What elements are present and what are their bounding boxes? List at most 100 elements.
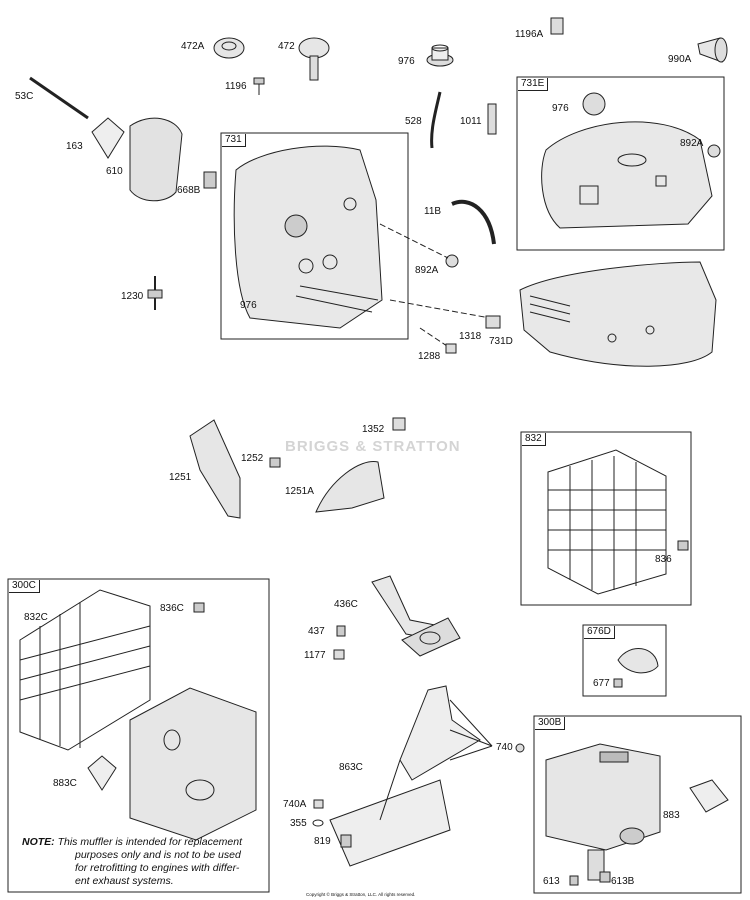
elbow-436C-drawing [371,575,461,657]
gasket-883C-drawing [87,755,117,791]
group-box-731E [516,76,725,251]
part-label-1196: 1196 [225,81,247,92]
part-label-740A: 740A [283,799,307,810]
group-box-676D [582,624,667,697]
nut-1177-drawing [333,649,345,660]
part-label-1251A: 1251A [285,486,314,497]
part-label-668B: 668B [177,185,201,196]
part-label-613: 613 [543,876,560,887]
part-label-1288: 1288 [418,351,441,362]
part-label-883: 883 [663,810,680,821]
part-label-832C: 832C [24,612,48,623]
part-label-1318: 1318 [459,331,482,342]
clip-1318-drawing [485,315,501,329]
grommet-892A-731E-drawing [707,144,721,158]
screw-437-drawing [336,625,346,637]
part-label-1177: 1177 [304,650,326,661]
screw-836C-drawing [193,602,205,613]
knob-472-drawing [298,37,330,81]
part-label-613B: 613B [611,876,635,887]
part-label-1011: 1011 [460,116,482,127]
shroud-731-drawing [233,145,383,329]
screw-1252-drawing [269,457,281,468]
stud-1230-drawing [147,276,163,310]
note-line-1: This muffler is intended for replacement [57,836,243,848]
part-label-1352: 1352 [362,424,385,435]
part-label-472A: 472A [181,41,205,52]
screw-819-drawing [340,834,352,848]
cover-610-drawing [129,117,183,202]
nut-740A-drawing [313,799,324,809]
part-label-11B: 11B [424,206,442,217]
nut-1288-drawing [445,343,457,354]
note-line-3: for retrofitting to engines with differ- [75,862,240,874]
part-label-53C: 53C [15,91,34,102]
grommet-892A-drawing [445,254,459,268]
shroud-731D-drawing [519,261,717,367]
part-label-472: 472 [278,41,295,52]
note-line-2: purposes only and is not to be used [75,849,241,861]
hose-528-drawing [430,91,442,149]
part-label-883C: 883C [53,778,77,789]
plug-976-drawing [426,44,454,67]
knob-472A-drawing [213,37,245,59]
cap-676D-drawing [617,648,659,674]
part-label-836: 836 [655,554,672,565]
screw-613-drawing [569,875,579,886]
brand-watermark: BRIGGS & STRATTON [285,438,461,455]
group-label-300C: 300C [9,580,40,593]
part-label-163: 163 [66,141,83,152]
shroud-731E-drawing [541,92,713,229]
group-box-300B [533,715,742,894]
part-label-610: 610 [106,166,123,177]
screw-836-drawing [677,540,689,551]
clip-1196A-drawing [550,17,564,35]
part-label-1230: 1230 [121,291,144,302]
bracket-1251-drawing [189,419,241,519]
fitting-1011-drawing [487,103,497,135]
note-line-4: ent exhaust systems. [75,875,174,887]
part-label-731D: 731D [489,336,513,347]
group-label-300B: 300B [535,717,566,730]
washer-355-drawing [312,819,324,827]
group-label-676D: 676D [584,626,615,639]
spacer-668B-drawing [203,171,217,189]
rod-53C-drawing [29,76,89,120]
group-box-832 [520,431,692,606]
part-label-863C: 863C [339,762,363,773]
part-label-437: 437 [308,626,325,637]
screw-613B-drawing [599,871,611,883]
part-label-990A: 990A [668,54,692,65]
part-label-740: 740 [496,742,513,753]
bracket-863C-drawing [329,685,481,867]
guard-832-drawing [547,449,667,595]
group-box-731 [220,132,409,340]
part-label-976-731: 976 [240,300,257,311]
screw-677-drawing [613,678,623,688]
part-label-677: 677 [593,678,610,689]
hose-11B-drawing [451,199,496,245]
part-label-819: 819 [314,836,331,847]
copyright-notice: Copyright © Briggs & Stratton, LLC. All … [306,892,416,897]
replacement-note: NOTE: This muffler is intended for repla… [22,836,262,888]
part-label-1251: 1251 [169,472,192,483]
part-label-436C: 436C [334,599,358,610]
part-label-976-top: 976 [398,56,415,67]
part-label-355: 355 [290,818,307,829]
screw-1196-drawing [253,77,265,95]
part-label-976-731E: 976 [552,103,569,114]
group-label-731E: 731E [518,78,549,91]
group-label-832: 832 [522,433,546,446]
part-label-892A-731E: 892A [680,138,704,149]
muffler-300B-drawing [545,743,661,881]
group-label-731: 731 [222,134,246,147]
guard-832C-drawing [19,589,151,751]
nut-740-drawing [515,743,525,753]
note-prefix: NOTE: [22,836,55,848]
part-label-528: 528 [405,116,422,127]
part-label-1252: 1252 [241,453,264,464]
muffler-300C-drawing [129,687,257,841]
gasket-163-drawing [91,117,125,159]
nut-1352-drawing [392,417,406,431]
